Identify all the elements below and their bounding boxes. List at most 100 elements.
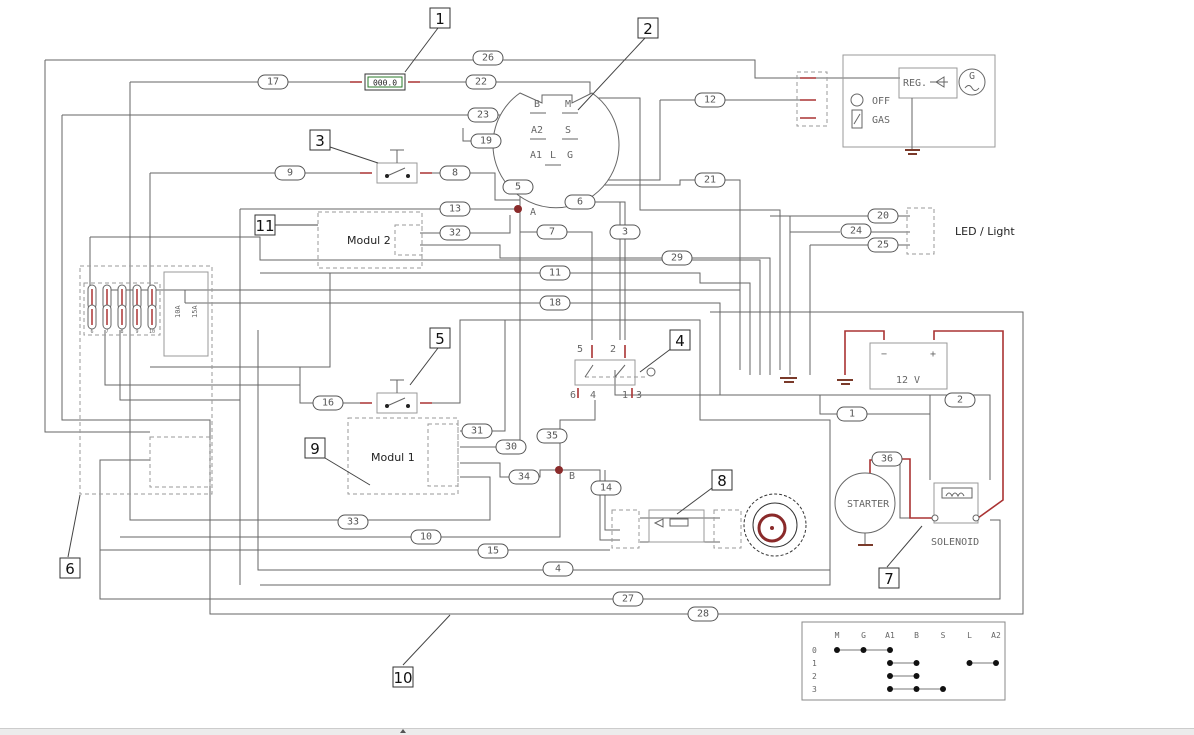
junction-b-label: B [569, 471, 575, 482]
wire-label: 23 [467, 107, 499, 123]
callout-box: 2 [637, 17, 659, 39]
wire-number: 19 [480, 136, 492, 147]
wire-number: 34 [518, 472, 530, 483]
callout-number: 10 [393, 669, 412, 687]
callout-box: 9 [304, 437, 326, 459]
modul-2: Modul 2 [317, 211, 423, 269]
wire-label: 28 [687, 606, 719, 622]
wire-number: 14 [600, 483, 612, 494]
wire-label: 29 [661, 250, 693, 266]
wire-number: 17 [267, 77, 279, 88]
key-column-header: A2 [991, 631, 1001, 640]
wire-number: 20 [877, 211, 889, 222]
fuse-number: 6 [90, 329, 93, 335]
callout-box: 4 [669, 329, 691, 351]
callout-box: 7 [878, 567, 900, 589]
svg-text:5: 5 [577, 344, 583, 355]
svg-text:REG.: REG. [903, 78, 927, 89]
wire-number: 27 [622, 594, 634, 605]
meter-display: 000.0 [373, 79, 397, 88]
wire-number: 36 [881, 454, 893, 465]
junction-b [555, 466, 563, 474]
key-row-label: 1 [812, 659, 817, 668]
wire-label: 17 [257, 74, 289, 90]
callout-number: 2 [643, 20, 653, 38]
wire-label: 19 [470, 133, 502, 149]
wire-number: 21 [704, 175, 716, 186]
key-column-header: A1 [885, 631, 895, 640]
key-connection-dot [887, 673, 893, 679]
callout-box: 3 [309, 129, 331, 151]
wire-number: 1 [849, 409, 855, 420]
wire-label: 18 [539, 295, 571, 311]
switch-3 [360, 149, 432, 184]
svg-text:G: G [969, 71, 975, 82]
key-connection-dot [913, 660, 920, 666]
wire-number: 28 [697, 609, 709, 620]
svg-text:M: M [565, 99, 571, 110]
fuse-number: 9 [135, 329, 138, 335]
callout-number: 4 [675, 332, 685, 350]
wire-label: 36 [871, 451, 903, 467]
wire-number: 13 [449, 204, 461, 215]
wire-number: 11 [549, 268, 561, 279]
status-bar [0, 728, 1194, 735]
svg-text:L: L [550, 150, 556, 161]
modul-1: Modul 1 [347, 417, 459, 495]
generator-unit: REG. G OFF GAS [796, 54, 996, 155]
wire-label: 9 [274, 165, 306, 181]
svg-text:Modul 2: Modul 2 [347, 234, 391, 247]
wire-label: 11 [539, 265, 571, 281]
wire-label: 25 [867, 237, 899, 253]
svg-text:15A: 15A [191, 305, 199, 318]
key-row-label: 3 [812, 685, 817, 694]
wire-label: 6 [564, 194, 596, 210]
wire-number: 10 [420, 532, 432, 543]
wire-number: 23 [477, 110, 489, 121]
svg-text:−: − [881, 349, 887, 360]
ignition-switch: B M A2 S A1 L G [492, 92, 620, 209]
battery: − + 12 V [780, 330, 1004, 519]
key-row-label: 0 [812, 646, 817, 655]
svg-text:A2: A2 [531, 125, 543, 136]
led-light-label: LED / Light [955, 225, 1015, 238]
wire-number: 8 [452, 168, 458, 179]
wire-label: 5 [502, 179, 534, 195]
wire-label: 34 [508, 469, 540, 485]
key-column-header: L [967, 631, 972, 640]
wire-number: 31 [471, 426, 483, 437]
wire-label: 22 [465, 74, 497, 90]
svg-text:1: 1 [622, 390, 628, 401]
svg-text:4: 4 [590, 390, 596, 401]
callout-box: 6 [59, 557, 81, 579]
wire-number: 4 [555, 564, 561, 575]
wire-label: 4 [542, 561, 574, 577]
svg-text:G: G [567, 150, 573, 161]
key-connection-dot [966, 660, 973, 666]
key-connection-dot [993, 660, 999, 666]
svg-text:SOLENOID: SOLENOID [931, 537, 979, 548]
key-connection-dot [940, 686, 946, 692]
led-connector [906, 207, 935, 255]
svg-text:B: B [534, 99, 540, 110]
key-column-header: S [941, 631, 946, 640]
wire-label: 12 [694, 92, 726, 108]
starter-motor: STARTER [834, 458, 935, 546]
wire-label: 21 [694, 172, 726, 188]
key-column-header: M [835, 631, 840, 640]
wire-label: 16 [312, 395, 344, 411]
wire-label: 26 [472, 50, 504, 66]
wire-label: 24 [840, 223, 872, 239]
wire-number: 3 [622, 227, 628, 238]
svg-text:6: 6 [570, 390, 576, 401]
wire-label: 10 [410, 529, 442, 545]
svg-text:2: 2 [610, 344, 616, 355]
wire-label: 35 [536, 428, 568, 444]
wire-number: 24 [850, 226, 862, 237]
callout-number: 3 [315, 132, 325, 150]
callout-number: 7 [884, 570, 894, 588]
wire-number: 2 [957, 395, 963, 406]
key-column-header: G [861, 631, 866, 640]
